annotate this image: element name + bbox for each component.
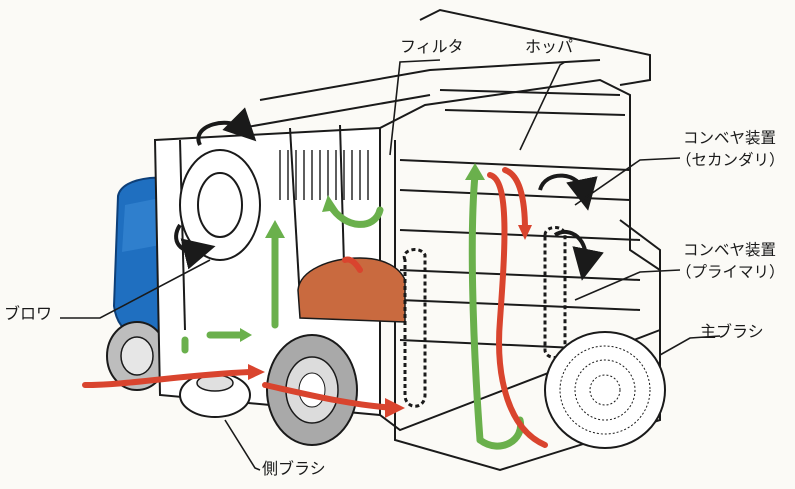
- label-side-brush: 側ブラシ: [262, 459, 326, 478]
- debris-arrowheads: [248, 225, 532, 418]
- label-hopper: ホッパ: [525, 37, 574, 56]
- label-conveyor-secondary-2: （セカンダリ）: [676, 151, 785, 169]
- leader-lines: [60, 59, 721, 471]
- rear-wheel: [266, 334, 358, 446]
- label-conveyor-secondary-1: コンベヤ装置: [683, 129, 777, 147]
- label-main-brush: 主ブラシ: [700, 322, 764, 341]
- side-brush: [179, 372, 251, 418]
- main-brush: [544, 331, 666, 449]
- filter-fins: [279, 150, 369, 200]
- label-conveyor-primary-2: （プライマリ）: [676, 263, 785, 281]
- label-filter: フィルタ: [400, 37, 464, 56]
- front-wheel: [106, 321, 168, 391]
- circulation-arrows: [174, 107, 604, 281]
- conveyor-chain: [402, 226, 567, 408]
- airflow-arrowheads: [240, 163, 485, 342]
- debris-path-arrows: [82, 167, 548, 448]
- blower-unit: [179, 149, 261, 261]
- label-conveyor-primary-1: コンベヤ装置: [683, 241, 777, 259]
- label-blower: ブロワ: [4, 304, 53, 323]
